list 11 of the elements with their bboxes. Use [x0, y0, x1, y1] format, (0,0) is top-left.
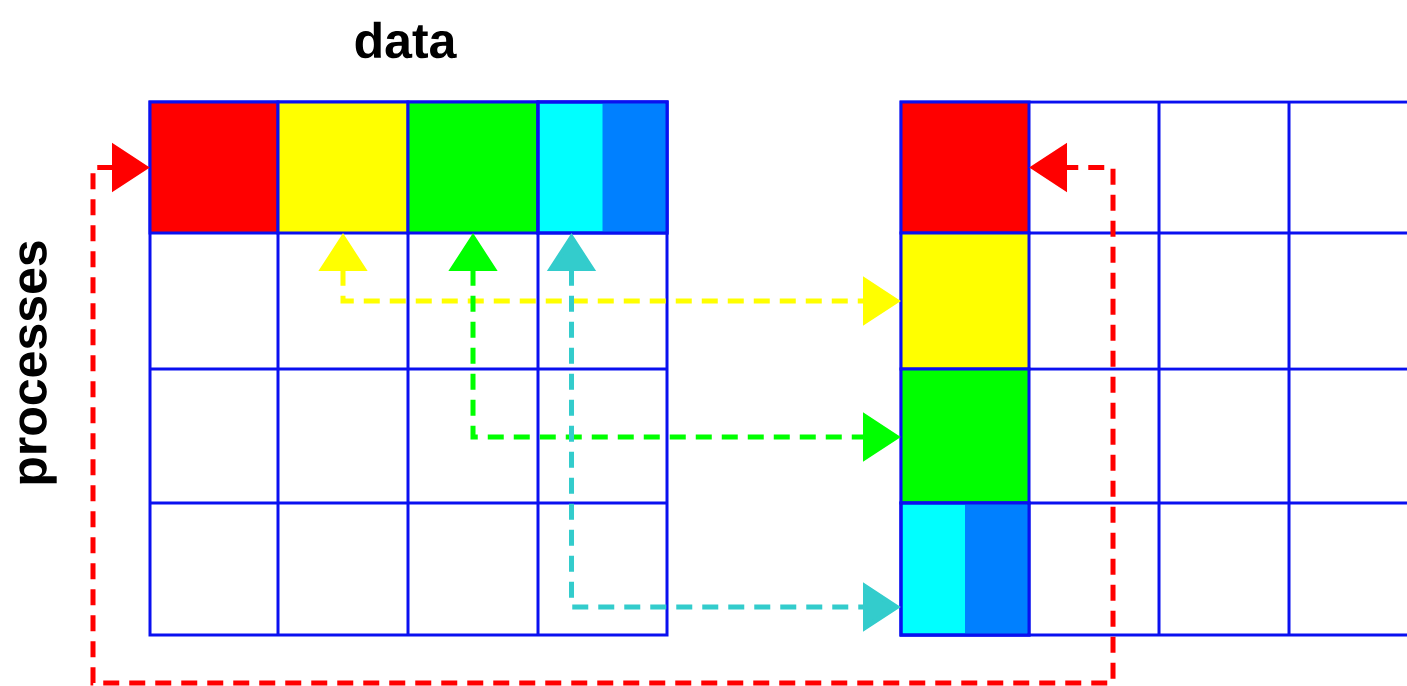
cell [899, 501, 1031, 637]
cell [406, 100, 540, 235]
cell [148, 100, 280, 235]
cell [899, 100, 1031, 235]
cell [899, 231, 1031, 371]
axis-label: data [355, 21, 457, 59]
cell [536, 100, 669, 235]
axis-label: processes [19, 241, 57, 484]
arrow [90, 142, 1116, 686]
cell [276, 100, 410, 235]
cell [899, 367, 1031, 505]
